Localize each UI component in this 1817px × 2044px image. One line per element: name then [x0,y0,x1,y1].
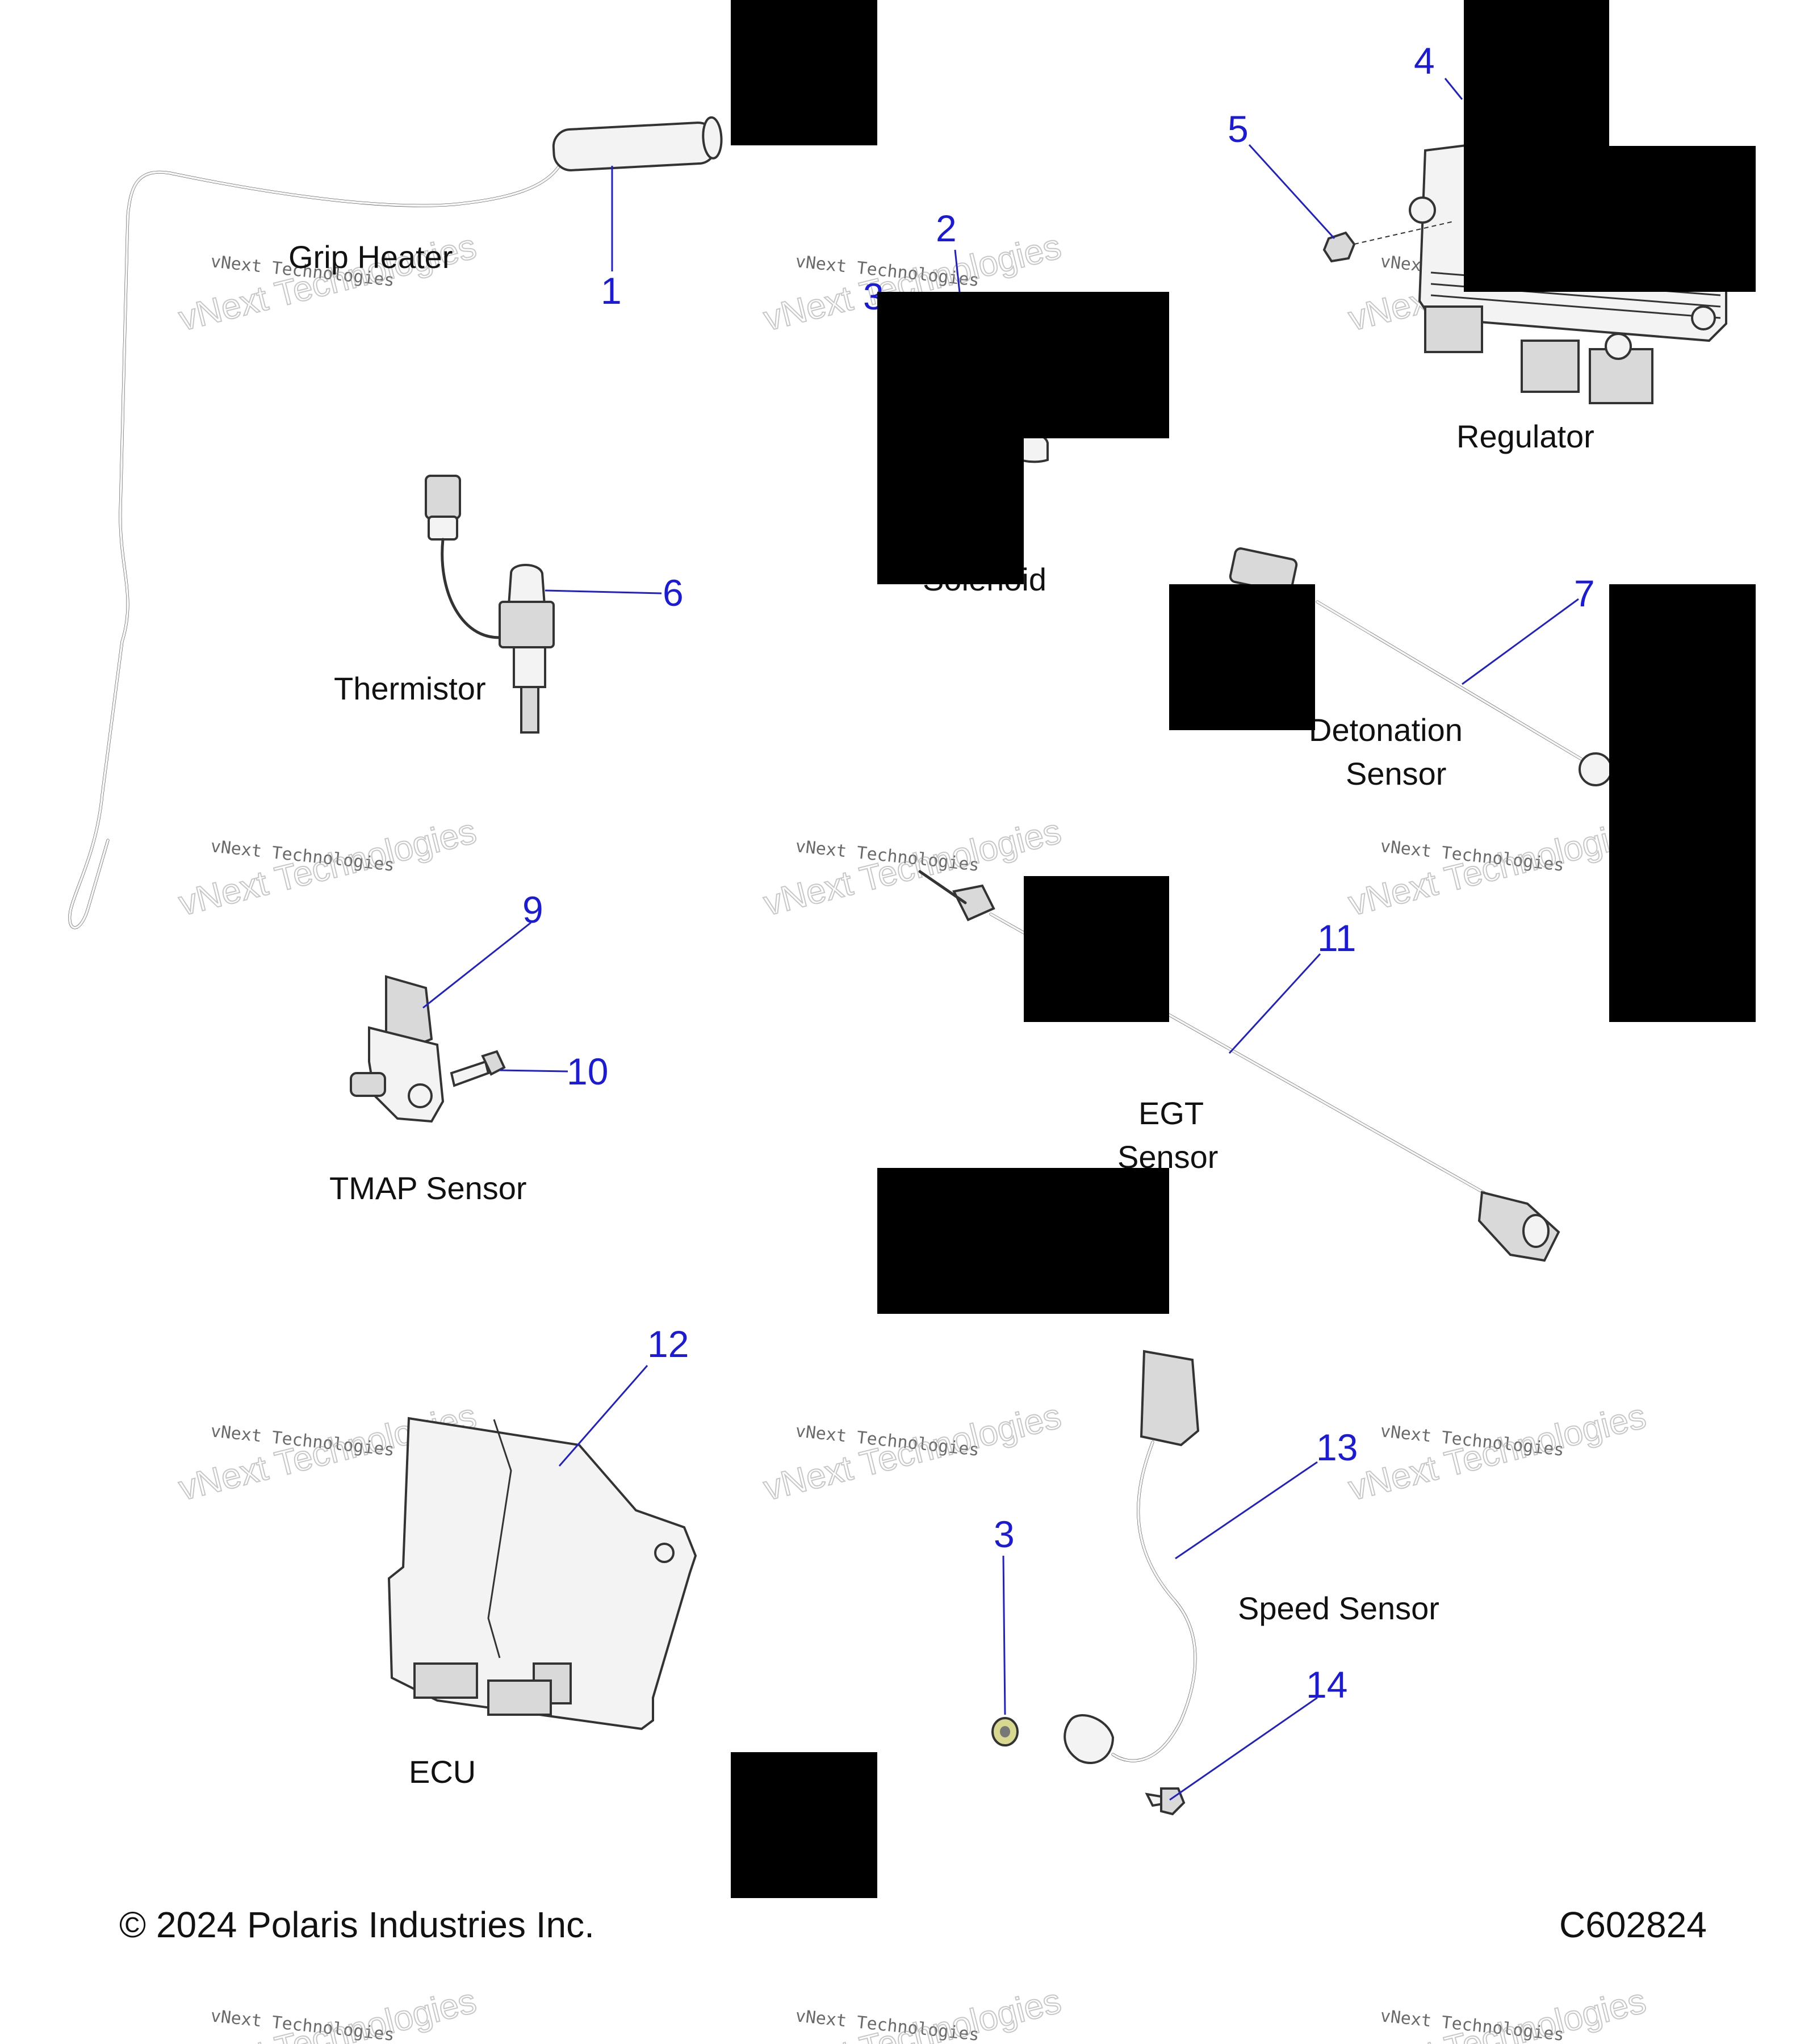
watermark-text: vNext Technologies [1345,812,1649,924]
callout-6: 6 [663,572,684,614]
detonation-label-line1: Detonation [1309,712,1463,748]
thermistor-label: Thermistor [334,671,486,706]
redaction-block [877,292,1169,438]
ecu-housing [387,1417,697,1731]
redaction-block [877,1168,1169,1314]
speed-sensor-body [1064,1714,1115,1764]
redaction-blocks [731,0,1756,1898]
callout-7: 7 [1574,572,1595,614]
leader-3-washer [1002,1555,1006,1715]
ecu-part [387,1417,697,1731]
callout-1: 1 [601,270,622,312]
watermark-text: vNext Technologies [175,812,480,924]
callout-9: 9 [522,889,543,931]
redaction-block [1024,876,1169,1022]
leader-12 [558,1365,648,1467]
detonation-sensor-part [1229,547,1613,786]
callout-13: 13 [1316,1426,1358,1468]
grip-heater-part [68,116,723,929]
regulator-bolt [1322,221,1454,263]
speed-sensor-bolt [1145,1787,1186,1816]
callout-5: 5 [1228,108,1249,150]
speed-sensor-connector [1140,1350,1200,1447]
redaction-block [877,438,1024,584]
leader-10 [499,1069,568,1073]
callout-10: 10 [567,1050,608,1092]
regulator-label: Regulator [1456,418,1594,454]
grip-heater-element [552,122,717,171]
redaction-block [1169,584,1315,730]
redaction-block [1464,0,1609,292]
tmap-screw [450,1050,506,1087]
egt-label-line1: EGT [1138,1095,1204,1131]
redaction-block [1609,584,1756,1022]
detonation-label-line2: Sensor [1346,756,1446,791]
diagram-code: C602824 [1559,1904,1707,1945]
callout-14: 14 [1306,1664,1347,1706]
redaction-block [1609,146,1756,292]
regulator-connector-1 [1424,305,1483,353]
watermark-text: vNext Technologies [1345,1397,1649,1509]
callout-12: 12 [647,1323,689,1365]
tmap-label: TMAP Sensor [329,1170,527,1206]
leader-11 [1228,953,1321,1054]
leader-5 [1248,144,1335,240]
ecu-label: ECU [409,1754,476,1790]
watermark-text: vNext Technologies [760,812,1065,924]
grip-heater-label: Grip Heater [288,239,453,275]
speed-sensor-washer [991,1717,1019,1746]
callout-3-washer: 3 [994,1513,1015,1555]
copyright-text: © 2024 Polaris Industries Inc. [119,1904,594,1945]
leader-2 [954,249,961,293]
thermistor-part [425,475,555,734]
speed-sensor-label: Speed Sensor [1238,1590,1439,1626]
redaction-block [731,1752,877,1898]
regulator-connector-3 [1589,348,1653,404]
callout-11: 11 [1317,917,1357,959]
leader-6 [545,589,662,594]
leader-4 [1444,78,1463,100]
regulator-connector-2 [1521,340,1580,393]
leader-7 [1462,598,1579,685]
tmap-sensor-part [350,975,445,1123]
callout-4: 4 [1414,40,1435,82]
egt-nut [952,884,995,922]
leader-9 [422,922,531,1009]
thermistor-connector [425,475,461,520]
speed-sensor-part [1064,1350,1200,1764]
callout-2: 2 [936,207,957,249]
watermark-text: vNext Technologies [760,1397,1065,1509]
leader-14 [1169,1697,1318,1801]
leader-13 [1175,1461,1318,1560]
redaction-block [731,0,877,145]
